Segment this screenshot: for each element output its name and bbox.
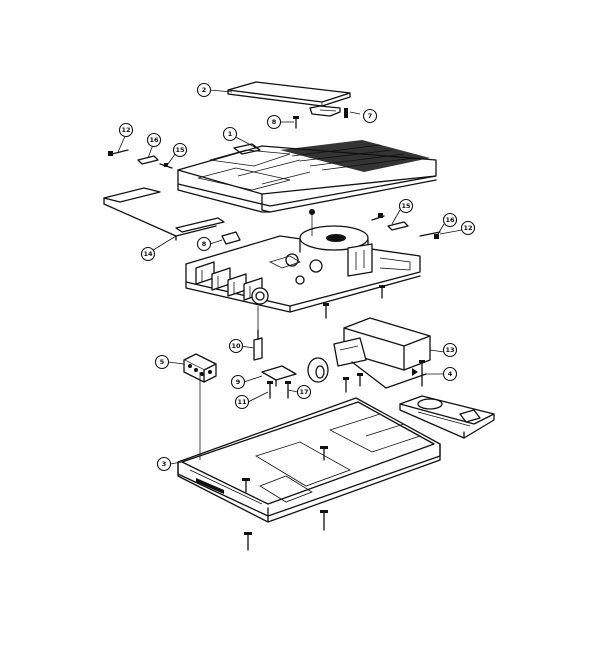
svg-text:16: 16	[445, 216, 455, 224]
svg-text:15: 15	[175, 146, 185, 154]
callout-17: 17	[296, 384, 312, 400]
battery-holder	[399, 395, 495, 439]
keypad-area	[280, 140, 430, 172]
svg-text:17: 17	[299, 388, 308, 396]
callout-1: 1	[222, 126, 238, 142]
cassette-lid	[227, 81, 351, 118]
screw-set-left	[108, 149, 173, 169]
small-bracket	[261, 365, 297, 399]
callout-13: 13	[442, 342, 458, 358]
callout-5: 5	[154, 354, 170, 370]
callout-15-right: 15	[398, 198, 414, 214]
svg-text:15: 15	[401, 202, 411, 210]
svg-text:11: 11	[237, 398, 247, 406]
callout-2: 2	[196, 82, 212, 98]
callout-9: 9	[230, 374, 246, 390]
svg-text:8: 8	[272, 118, 277, 126]
svg-text:1: 1	[228, 130, 233, 138]
svg-text:12: 12	[121, 126, 130, 134]
callout-10: 10	[228, 338, 244, 354]
callout-11: 11	[234, 394, 250, 410]
top-cover	[177, 140, 437, 215]
base-screws	[244, 510, 328, 551]
motor-transformer-unit	[307, 317, 431, 393]
leader-lines	[117, 89, 463, 465]
svg-text:4: 4	[448, 370, 453, 378]
callout-15-left: 15	[172, 142, 188, 158]
callout-16-right: 16	[442, 212, 458, 228]
chassis-screws	[323, 285, 385, 319]
side-rail	[103, 187, 225, 241]
svg-text:2: 2	[202, 86, 207, 94]
svg-text:7: 7	[368, 112, 373, 120]
callout-12-left: 12	[118, 122, 134, 138]
svg-text:16: 16	[149, 136, 159, 144]
screw-lid	[293, 116, 299, 129]
mechanism-chassis	[185, 225, 421, 313]
callout-14: 14	[140, 246, 156, 262]
svg-text:3: 3	[162, 460, 167, 468]
svg-text:12: 12	[463, 224, 472, 232]
jack-board	[183, 353, 217, 383]
svg-text:14: 14	[143, 250, 153, 258]
svg-text:13: 13	[445, 346, 454, 354]
callout-16-left: 16	[146, 132, 162, 148]
svg-text:8: 8	[202, 240, 207, 248]
callout-3: 3	[156, 456, 172, 472]
callout-8-top: 8	[266, 114, 282, 130]
screw-set-right	[371, 213, 441, 239]
svg-text:10: 10	[231, 342, 241, 350]
svg-text:5: 5	[160, 358, 165, 366]
callout-7: 7	[362, 108, 378, 124]
callout-4: 4	[442, 366, 458, 382]
callout-8-mid: 8	[196, 236, 212, 252]
base-housing	[177, 397, 441, 523]
svg-text:9: 9	[236, 378, 241, 386]
callout-12-right: 12	[460, 220, 476, 236]
